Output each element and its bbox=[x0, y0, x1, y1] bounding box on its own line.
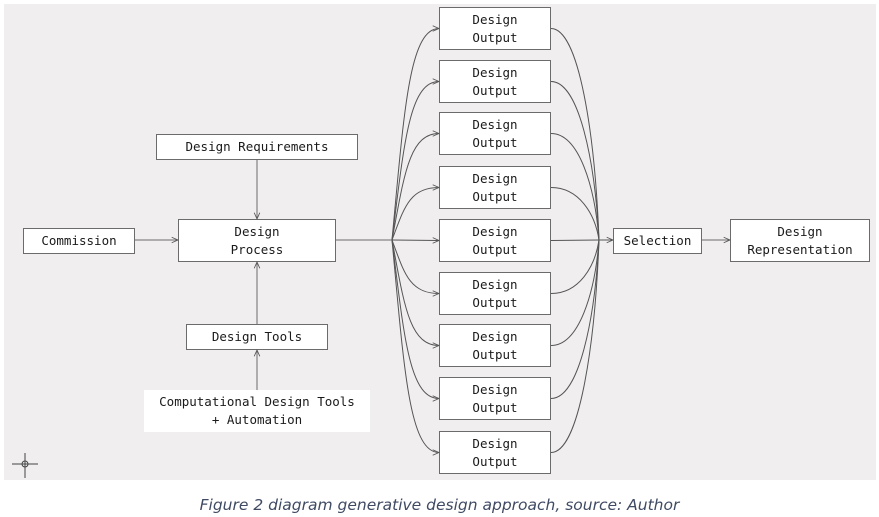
design-output-box: Design Output bbox=[439, 324, 551, 367]
design-output-box: Design Output bbox=[439, 60, 551, 103]
design-output-box: Design Output bbox=[439, 112, 551, 155]
commission-box: Commission bbox=[23, 228, 135, 254]
selection-box: Selection bbox=[613, 228, 702, 254]
design-output-box: Design Output bbox=[439, 219, 551, 262]
figure-caption: Figure 2 diagram generative design appro… bbox=[199, 496, 680, 514]
design-process-box: Design Process bbox=[178, 219, 336, 262]
design-tools-box: Design Tools bbox=[186, 324, 328, 350]
design-output-box: Design Output bbox=[439, 166, 551, 209]
design-representation-box: Design Representation bbox=[730, 219, 870, 262]
design-output-box: Design Output bbox=[439, 377, 551, 420]
design-output-box: Design Output bbox=[439, 7, 551, 50]
design-output-box: Design Output bbox=[439, 272, 551, 315]
computational-tools-box: Computational Design Tools + Automation bbox=[144, 390, 370, 432]
design-output-box: Design Output bbox=[439, 431, 551, 474]
design-requirements-box: Design Requirements bbox=[156, 134, 358, 160]
